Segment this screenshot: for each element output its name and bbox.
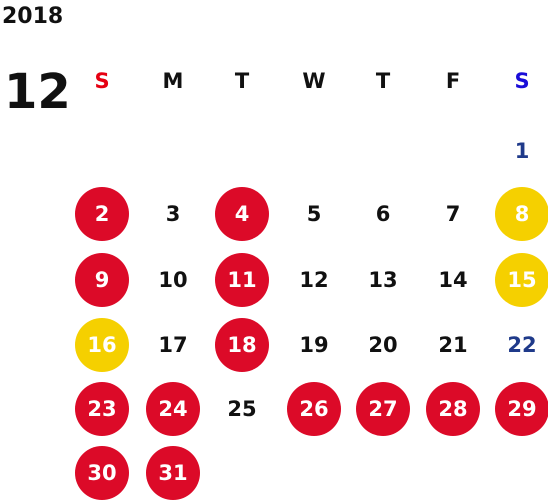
day-2: 2 [75,187,129,241]
day-1: 1 [514,139,530,163]
weekday-mon: M [162,69,184,93]
day-6: 6 [375,202,391,226]
calendar-month: 12 [4,64,71,120]
day-13: 13 [368,268,398,292]
day-29: 29 [495,382,548,436]
day-9: 9 [75,253,129,307]
day-8: 8 [495,187,548,241]
day-5: 5 [306,202,322,226]
day-28: 28 [426,382,480,436]
weekday-wed: W [302,69,326,93]
day-25: 25 [227,397,257,421]
day-12: 12 [299,268,329,292]
weekday-fri: F [445,69,461,93]
day-7: 7 [445,202,461,226]
calendar-year: 2018 [2,4,64,29]
weekday-sat: S [514,69,530,93]
day-19: 19 [299,333,329,357]
day-20: 20 [368,333,398,357]
day-14: 14 [438,268,468,292]
day-24: 24 [146,382,200,436]
day-21: 21 [438,333,468,357]
day-17: 17 [158,333,188,357]
day-23: 23 [75,382,129,436]
day-11: 11 [215,253,269,307]
day-16: 16 [75,318,129,372]
day-3: 3 [165,202,181,226]
day-27: 27 [356,382,410,436]
day-31: 31 [146,446,200,500]
day-26: 26 [287,382,341,436]
day-10: 10 [158,268,188,292]
weekday-sun: S [94,69,110,93]
day-22: 22 [507,333,537,357]
day-30: 30 [75,446,129,500]
day-15: 15 [495,253,548,307]
weekday-tue: T [234,69,250,93]
day-18: 18 [215,318,269,372]
weekday-thu: T [375,69,391,93]
day-4: 4 [215,187,269,241]
